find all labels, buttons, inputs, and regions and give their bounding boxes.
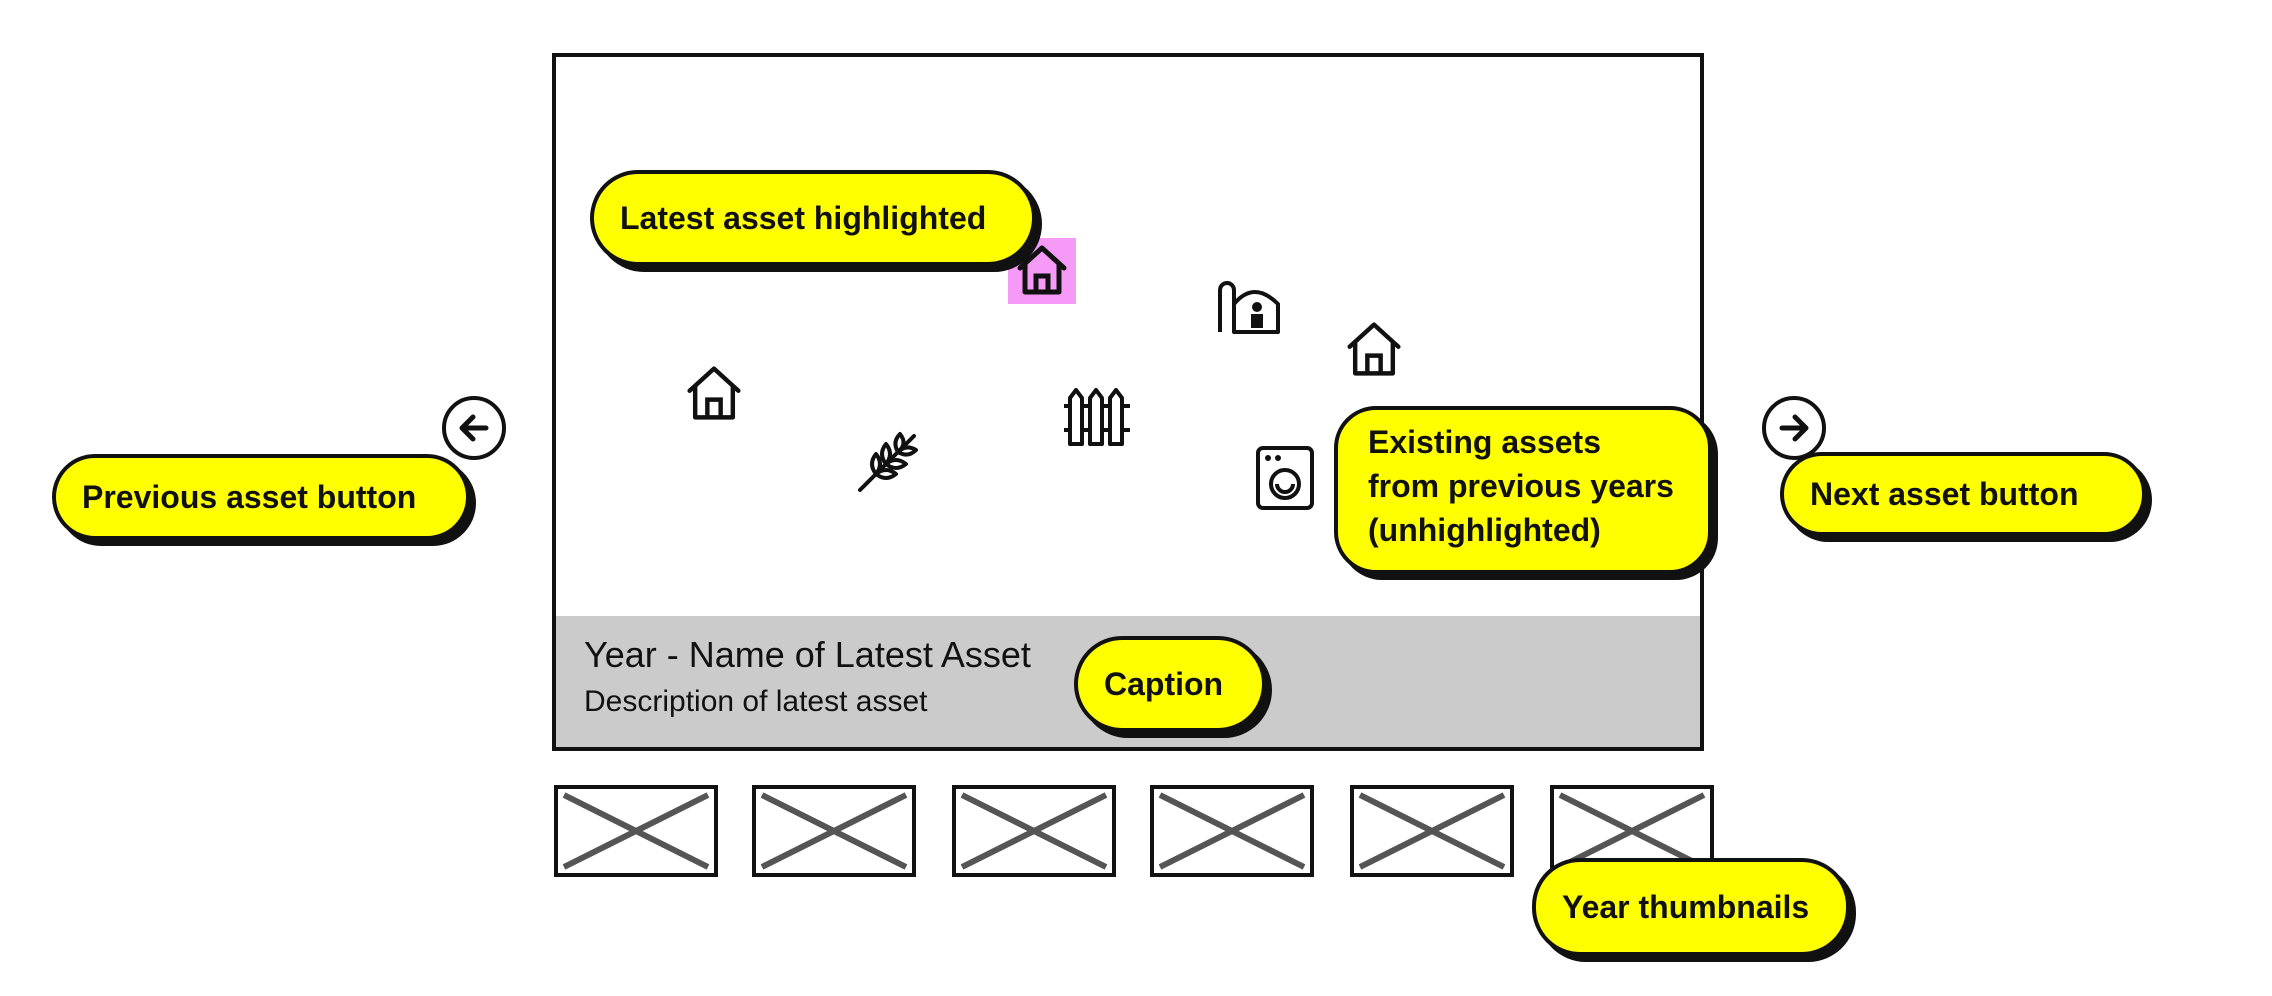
- house-icon[interactable]: [1342, 318, 1406, 380]
- house-icon[interactable]: [682, 362, 746, 424]
- previous-asset-button[interactable]: [442, 396, 506, 460]
- fence-icon[interactable]: [1064, 384, 1134, 448]
- placeholder-image-icon: [1358, 792, 1506, 870]
- year-thumbnail[interactable]: [752, 785, 916, 877]
- washing-machine-icon[interactable]: [1254, 444, 1316, 512]
- callout-year-thumbnails: Year thumbnails: [1532, 858, 1850, 956]
- arrow-left-icon: [459, 414, 489, 442]
- year-thumbnail[interactable]: [952, 785, 1116, 877]
- house-icon[interactable]: [1014, 242, 1070, 298]
- year-thumbnail[interactable]: [554, 785, 718, 877]
- wheat-icon[interactable]: [854, 424, 926, 496]
- next-asset-button[interactable]: [1762, 396, 1826, 460]
- placeholder-image-icon: [960, 792, 1108, 870]
- callout-next-button: Next asset button: [1780, 452, 2146, 536]
- callout-caption: Caption: [1074, 636, 1266, 732]
- callout-existing-assets: Existing assets from previous years (unh…: [1334, 406, 1712, 574]
- placeholder-image-icon: [760, 792, 908, 870]
- arrow-right-icon: [1779, 414, 1809, 442]
- barn-icon[interactable]: [1214, 274, 1284, 336]
- callout-latest-asset: Latest asset highlighted: [590, 170, 1036, 266]
- year-thumbnail[interactable]: [1150, 785, 1314, 877]
- year-thumbnail[interactable]: [1350, 785, 1514, 877]
- placeholder-image-icon: [1158, 792, 1306, 870]
- callout-previous-button: Previous asset button: [52, 454, 470, 540]
- caption-description: Description of latest asset: [584, 685, 928, 718]
- placeholder-image-icon: [562, 792, 710, 870]
- caption-title: Year - Name of Latest Asset: [584, 634, 1031, 675]
